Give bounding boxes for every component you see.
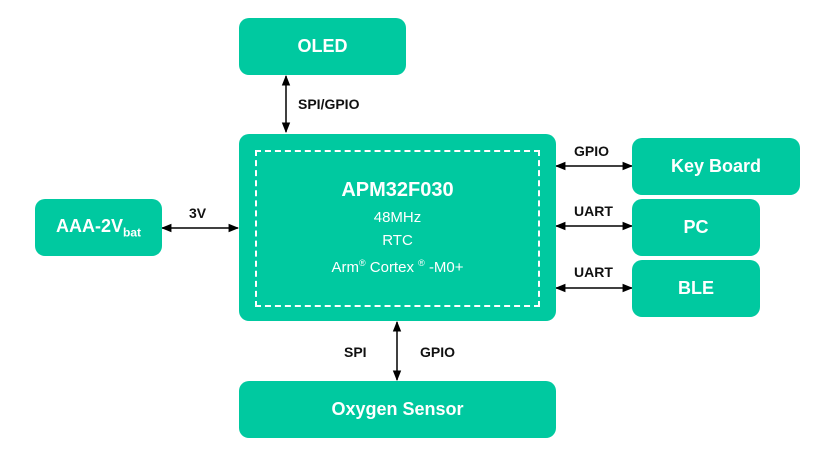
ble-label: BLE xyxy=(678,278,714,298)
registered-mark-2: ® xyxy=(418,257,425,268)
link-label-oxygen-spi: SPI xyxy=(344,344,367,360)
core-arm: Arm xyxy=(331,258,359,276)
link-label-pc: UART xyxy=(574,203,613,219)
mcu-core: Arm® Cortex ® -M0+ xyxy=(331,252,463,279)
keyboard-label: Key Board xyxy=(670,156,762,176)
oled-block: OLED xyxy=(239,18,406,75)
battery-label-main: AAA-2V xyxy=(55,215,123,236)
link-label-battery: 3V xyxy=(189,205,207,221)
pc-label: PC xyxy=(683,217,709,237)
mcu-dashed-border: APM32F030 48MHz RTC Arm® Cortex ® -M0+ xyxy=(255,150,540,307)
mcu-rtc: RTC xyxy=(382,231,413,249)
oled-label: OLED xyxy=(297,36,348,56)
registered-mark-1: ® xyxy=(358,257,366,268)
keyboard-block: Key Board xyxy=(632,138,800,195)
oxygen-sensor-label: Oxygen Sensor xyxy=(331,399,464,419)
link-label-keyboard: GPIO xyxy=(574,143,610,159)
battery-label-sub: bat xyxy=(123,225,141,240)
mcu-name: APM32F030 xyxy=(341,178,454,201)
ble-block: BLE xyxy=(632,260,760,317)
core-suffix: -M0+ xyxy=(428,258,464,276)
pc-block: PC xyxy=(632,199,760,256)
link-label-oxygen-gpio: GPIO xyxy=(420,344,456,360)
oxygen-sensor-block: Oxygen Sensor xyxy=(239,381,556,438)
battery-block: AAA-2Vbat xyxy=(35,199,162,256)
mcu-frequency: 48MHz xyxy=(373,208,422,226)
mcu-block: APM32F030 48MHz RTC Arm® Cortex ® -M0+ xyxy=(239,134,556,321)
core-cortex: Cortex xyxy=(369,258,414,276)
battery-label: AAA-2Vbat xyxy=(56,216,141,240)
link-label-oled: SPI/GPIO xyxy=(298,96,360,112)
link-label-ble: UART xyxy=(574,264,613,280)
